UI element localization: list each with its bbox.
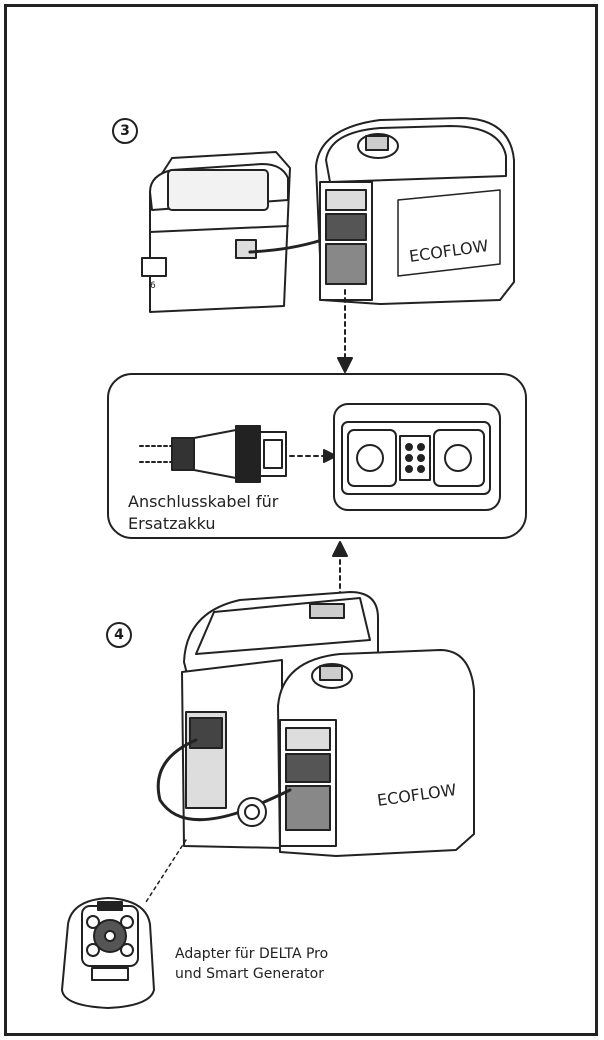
adapter-device [61,897,155,1009]
cable-caption-line2: Ersatzakku [128,514,216,533]
smart-generator-step4: ECOFLOW [277,649,475,857]
diagram-frame [4,4,598,1036]
step-3-number: 3 [112,118,138,144]
cable-caption-line1: Anschlusskabel für [128,492,279,511]
cable-step3 [248,238,324,254]
smart-generator-step3: ECOFLOW [315,117,515,305]
cable-caption: Anschlusskabel für Ersatzakku [128,491,318,535]
adapter-caption: Adapter für DELTA Pro und Smart Generato… [175,944,395,984]
extra-battery-step3: 6 [141,151,291,313]
battery-port [333,403,501,511]
adapter-caption-line1: Adapter für DELTA Pro [175,946,329,962]
step-4-number: 4 [106,622,132,648]
adapter-caption-line2: und Smart Generator [175,966,324,982]
extra-battery-step4 [181,591,379,849]
svg-text:6: 6 [150,281,156,291]
cable-plug [139,425,287,483]
